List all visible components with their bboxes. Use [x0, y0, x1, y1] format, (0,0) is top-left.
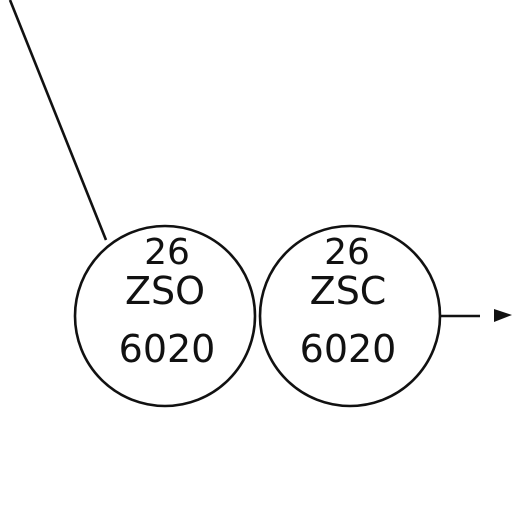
bubble-code: ZSO	[125, 269, 205, 313]
arrowhead-right-icon	[494, 309, 512, 322]
bubble-number: 26	[324, 232, 370, 273]
instrument-bubble-zsc[interactable]: 26 ZSC 6020	[258, 224, 442, 408]
bubble-loop: 6020	[119, 327, 216, 371]
bubble-circle	[73, 224, 257, 408]
leader-line	[8, 0, 108, 241]
bubble-loop: 6020	[300, 327, 397, 371]
instrument-bubble-zso[interactable]: 26 ZSO 6020	[73, 224, 257, 408]
bubble-code: ZSC	[310, 269, 387, 313]
bubble-number: 26	[144, 232, 190, 273]
